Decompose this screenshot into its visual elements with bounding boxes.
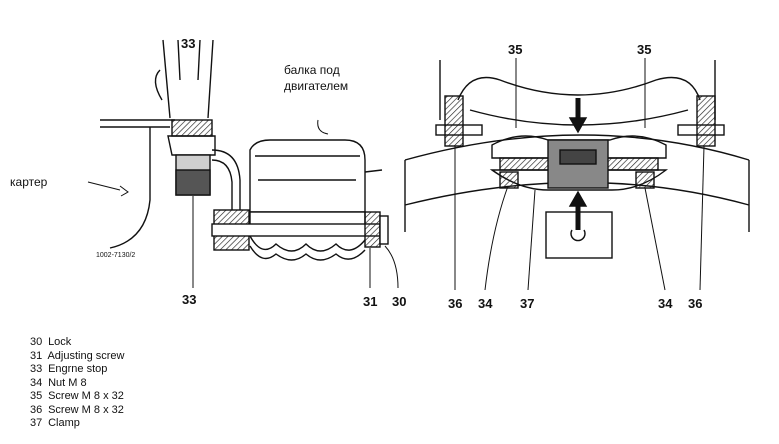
callout-30: 30	[392, 294, 407, 309]
legend-text: Clamp	[48, 417, 80, 429]
legend-number: 30	[30, 336, 43, 348]
legend-text: Nut M 8	[48, 376, 87, 389]
callout-33-bottom: 33	[182, 292, 197, 307]
callout-36-right: 36	[688, 296, 703, 311]
legend-text: Adjusting screw	[47, 349, 125, 362]
legend-text: Screw M 8 x 32	[48, 390, 124, 402]
legend-number: 37	[30, 417, 43, 429]
legend-text: Lock	[48, 336, 72, 348]
beam-annotation-line1: балка под	[284, 63, 340, 77]
legend-number: 34	[30, 376, 43, 389]
legend-text: Engrne stop	[48, 363, 108, 375]
parts-legend: 30 Lock 31 Adjusting screw 33 Engrne sto…	[30, 336, 125, 431]
figure-reference: 1002-7130/2	[96, 252, 136, 259]
legend-item: 36 Screw M 8 x 32	[30, 404, 125, 418]
legend-item: 34 Nut M 8	[30, 377, 125, 391]
legend-item: 31 Adjusting screw	[30, 350, 125, 364]
beam-annotation-line2: двигателем	[284, 79, 349, 93]
legend-item: 37 Clamp	[30, 417, 125, 431]
legend-item: 33 Engrne stop	[30, 363, 125, 377]
legend-number: 35	[30, 390, 43, 402]
legend-item: 35 Screw M 8 x 32	[30, 390, 125, 404]
legend-number: 33	[30, 363, 43, 375]
legend-text: Screw M 8 x 32	[48, 403, 124, 416]
beam-annotation: балка под двигателем	[284, 62, 348, 94]
callout-31: 31	[363, 294, 378, 309]
callout-34-left: 34	[478, 296, 493, 311]
legend-number: 36	[30, 403, 43, 416]
callout-36-left: 36	[448, 296, 463, 311]
legend-number: 31	[30, 349, 43, 362]
crankcase-annotation: картер	[10, 175, 48, 189]
right-front-view	[404, 58, 750, 291]
left-side-view	[87, 39, 399, 289]
callout-34-right: 34	[658, 296, 673, 311]
callout-35-left: 35	[508, 42, 523, 57]
callout-35-right: 35	[637, 42, 652, 57]
callout-33-top: 33	[181, 36, 196, 51]
callout-37: 37	[520, 296, 535, 311]
legend-item: 30 Lock	[30, 336, 125, 350]
